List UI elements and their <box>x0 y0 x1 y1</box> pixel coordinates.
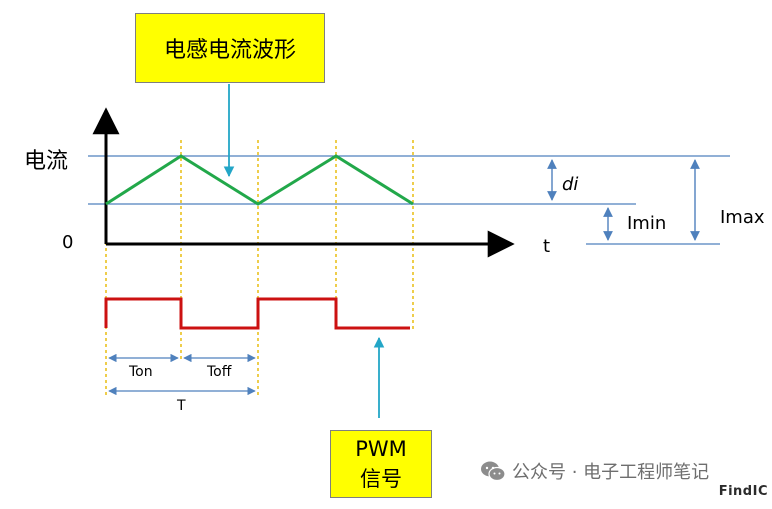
watermark: 公众号 · 电子工程师笔记 <box>480 458 709 484</box>
switching-guide-lines <box>105 140 414 395</box>
waveform-title-callout: 电感电流波形 <box>135 13 325 83</box>
di-label: di <box>562 174 579 195</box>
period-label: T <box>177 398 186 414</box>
findic-logo: FindIC <box>718 484 768 499</box>
pwm-callout-line1: PWM <box>355 437 407 461</box>
waveform-title-text: 电感电流波形 <box>163 38 296 63</box>
watermark-text: 公众号 · 电子工程师笔记 <box>512 462 710 483</box>
wechat-icon <box>481 461 506 482</box>
x-axis-label: t <box>543 236 551 257</box>
pwm-callout-line2: 信号 <box>360 467 402 491</box>
y-axis-label: 电流 <box>24 149 69 174</box>
inductor-current-waveform <box>105 154 414 206</box>
origin-label: 0 <box>62 232 74 253</box>
pwm-signal-callout: PWM 信号 <box>330 430 432 498</box>
imax-label: Imax <box>720 207 765 228</box>
pwm-waveform <box>104 297 410 330</box>
imin-label: Imin <box>627 213 667 234</box>
ton-label: Ton <box>129 364 153 380</box>
toff-label: Toff <box>207 364 232 380</box>
